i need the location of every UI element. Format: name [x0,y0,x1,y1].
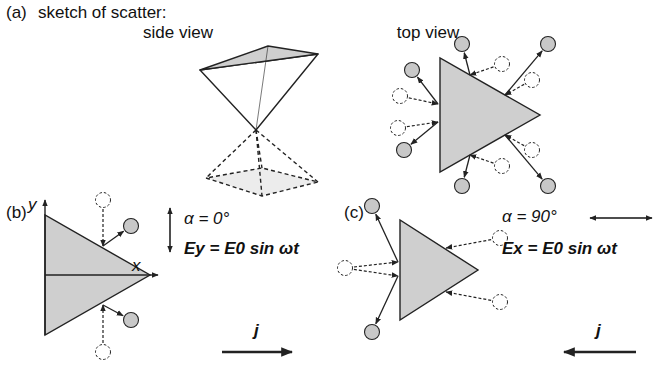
incoming-path [102,305,103,343]
angle-label: α = 90° [502,208,557,227]
scattered-particle [124,313,139,328]
incoming-particle [495,159,510,174]
incoming-path [354,269,398,276]
field-label: Ey = E0 sin ωt [184,240,299,259]
angle-label: α = 0° [184,210,229,229]
panel-c-scatterer [400,220,478,320]
panel-b-scatterer [45,200,158,335]
current-label: j [254,322,259,341]
scattered-path [464,155,470,177]
scattered-path [505,51,542,95]
scattered-particle [541,37,556,52]
incoming-path [470,155,493,163]
view-label: top view [397,24,459,43]
incoming-particle [338,261,353,276]
scattered-particle [365,325,380,340]
current-arrow [564,351,636,354]
incoming-particle [495,57,510,72]
scattered-path [103,231,124,246]
incoming-path [505,135,524,146]
incoming-path [102,209,103,246]
incoming-path [470,67,493,75]
incoming-particle [391,121,406,136]
panel-letter: (b) [6,204,27,223]
scattered-path [417,77,438,104]
scattered-path [505,135,542,179]
current-arrow [222,351,292,354]
scattered-particle [365,199,380,214]
scattered-particle [397,143,412,158]
incoming-path [446,240,491,248]
side-view-scatterer [200,46,318,196]
scattered-path [464,53,470,75]
incoming-particle [393,89,408,104]
top-view-scatterer [440,58,540,172]
panel-letter: (a) [6,4,27,23]
incoming-particle [493,295,508,310]
incoming-particle [96,193,111,208]
polarization-arrow [169,208,171,230]
polarization-arrow [169,230,171,252]
axis-label: y [28,196,37,215]
scattered-path [376,214,398,262]
incoming-particle [96,345,111,360]
scattered-particle [124,219,139,234]
incoming-path [354,262,398,267]
scattered-path [411,122,438,144]
current-label: j [596,322,601,341]
scattered-path [103,305,123,316]
particle-paths [96,37,556,360]
scattered-particle [541,179,556,194]
scattered-particle [405,63,420,78]
view-label: side view [143,24,213,43]
incoming-path [505,84,524,95]
polarization-arrow [590,217,620,219]
incoming-path [446,292,491,300]
polarization-arrow [620,217,652,219]
axis-label: x [132,257,141,276]
incoming-particle [525,73,540,88]
scattered-path [376,276,398,324]
incoming-particle [525,143,540,158]
scattered-particle [455,179,470,194]
field-label: Ex = E0 sin ωt [502,240,617,259]
panel-letter: (c) [344,204,364,223]
panel-title: sketch of scatter: [38,4,167,23]
